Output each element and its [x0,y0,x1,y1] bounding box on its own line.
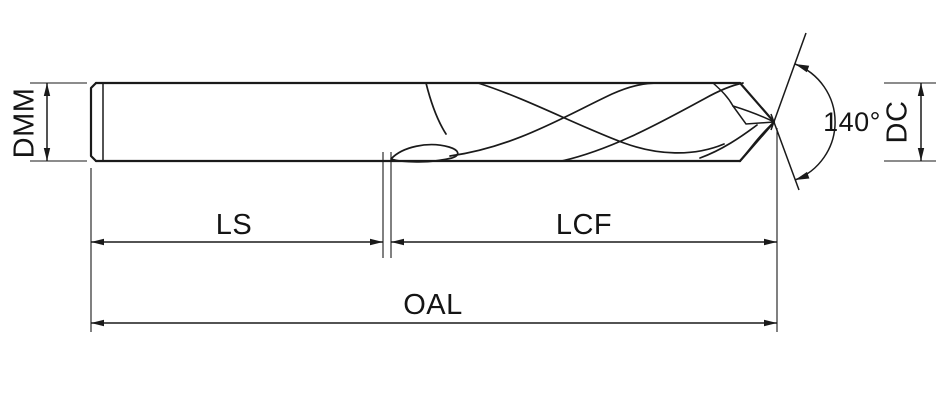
label-point-angle: 140° [823,107,881,137]
flute-curves [390,82,758,163]
helix-line-3 [561,82,744,162]
angle-arc-arrow-bottom [795,171,810,180]
lcf-arrow-right [764,238,777,246]
angle-arc-arrow-top [795,64,810,73]
length-dimensions [90,128,778,332]
label-lcf: LCF [556,209,612,241]
point-angle-annotation [770,32,836,191]
label-dc: DC [882,101,914,144]
dmm-arrow-up [43,83,51,96]
flute-runout-lens [390,143,459,163]
drill-point-detail [712,82,775,161]
dmm-dimension [30,82,87,162]
tip-lower-face-curve [740,121,775,161]
dmm-arrow-down [43,148,51,161]
tip-flute-edge [712,82,734,107]
helix-line-4 [699,124,758,159]
angle-line-upper [770,32,807,131]
helix-line-1 [449,82,660,157]
helix-line-2 [477,82,725,154]
ls-arrow-left [91,238,104,246]
label-oal: OAL [403,289,463,321]
tip-lip-curve [732,105,775,123]
label-dmm: DMM [9,88,41,159]
shank-end-cap [89,81,98,163]
lcf-arrow-left [391,238,404,246]
tip-chisel-edge [732,105,775,125]
drill-body [89,81,776,163]
dc-arrow-up [917,83,925,96]
ls-arrow-right [370,238,383,246]
angle-arc [794,63,836,181]
dc-arrow-down [917,148,925,161]
labels: DMM DC 140° LS LCF OAL [9,88,914,321]
oal-arrow-right [764,319,777,327]
label-ls: LS [216,209,252,241]
angle-line-lower [770,113,800,191]
flute-boundary-curve [425,82,447,135]
oal-arrow-left [91,319,104,327]
dc-dimension [884,82,936,162]
